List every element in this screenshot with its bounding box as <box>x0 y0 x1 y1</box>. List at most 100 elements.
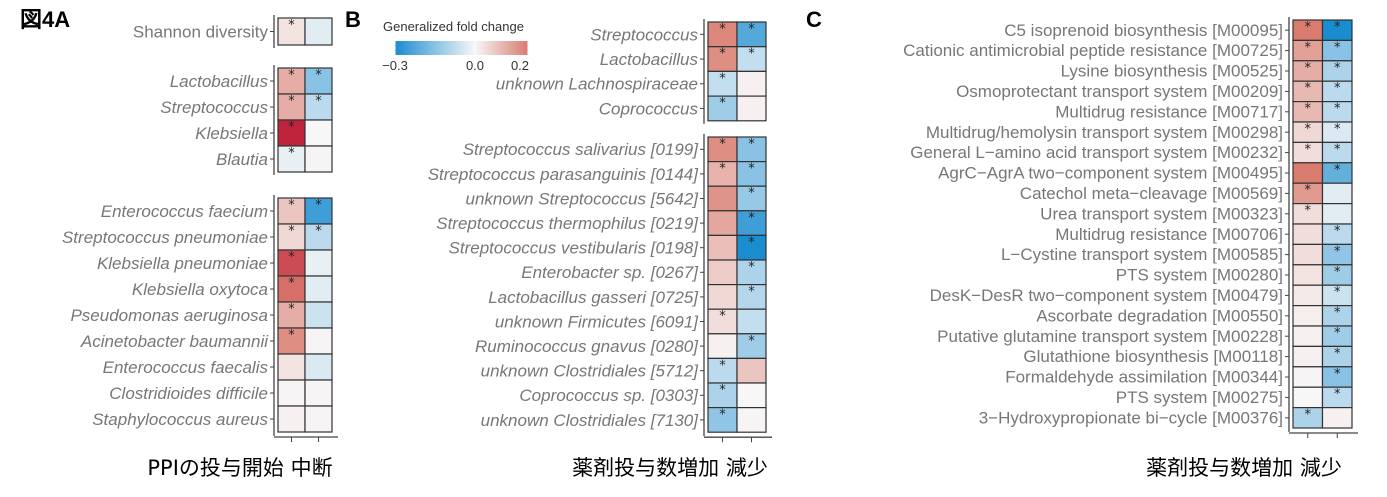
significance-star: * <box>719 137 726 152</box>
heatmap-cell <box>304 17 333 46</box>
heatmap-cell <box>1292 325 1324 347</box>
significance-star: * <box>1334 20 1341 35</box>
row-label: Coprococcus <box>599 99 699 118</box>
heatmap-cell <box>707 407 738 433</box>
row-label: Klebsiella <box>195 124 268 143</box>
row-label: Streptococcus <box>160 98 268 117</box>
row-label: General L−amino acid transport system [M… <box>910 143 1283 162</box>
heatmap-cell <box>707 210 738 237</box>
heatmap-cell <box>1292 284 1324 307</box>
row-label: Multidrug/hemolysin transport system [M0… <box>926 123 1283 142</box>
heatmap-cell <box>736 308 767 335</box>
row-label: Pseudomonas aeruginosa <box>70 306 268 325</box>
significance-star: * <box>1334 265 1341 280</box>
significance-star: * <box>288 18 295 33</box>
heatmap-cell <box>707 357 738 384</box>
heatmap-cell <box>304 275 333 303</box>
heatmap-cell <box>1292 345 1324 368</box>
heatmap-cell <box>707 259 738 286</box>
heatmap-cell <box>1321 203 1353 225</box>
row-label: Multidrug resistance [M00706] <box>1055 225 1283 244</box>
row-label: unknown Clostridiales [7130] <box>481 411 700 430</box>
row-label: Multidrug resistance [M00717] <box>1055 102 1283 121</box>
panel-label: C <box>806 7 822 32</box>
significance-star: * <box>1305 183 1312 198</box>
significance-star: * <box>288 68 295 83</box>
heatmap-cell <box>304 197 333 225</box>
heatmap-cell <box>707 185 738 212</box>
significance-star: * <box>748 235 755 250</box>
significance-star: * <box>1334 122 1341 137</box>
row-label: Cationic antimicrobial peptide resistanc… <box>903 41 1283 60</box>
row-label: Enterococcus faecium <box>101 202 268 221</box>
heatmap-cell <box>304 67 333 95</box>
significance-star: * <box>1305 142 1312 157</box>
significance-star: * <box>288 302 295 317</box>
significance-star: * <box>1334 142 1341 157</box>
row-label: Lactobacillus gasseri [0725] <box>488 288 699 307</box>
panel-label: B <box>345 7 361 32</box>
significance-star: * <box>748 260 755 275</box>
significance-star: * <box>1334 387 1341 402</box>
significance-star: * <box>1305 20 1312 35</box>
significance-star: * <box>315 198 322 213</box>
significance-star: * <box>1305 408 1312 423</box>
row-label: DesK−DesR two−component system [M00479] <box>930 286 1283 305</box>
row-label: Lactobacillus <box>170 72 269 91</box>
significance-star: * <box>719 383 726 398</box>
significance-star: * <box>1305 122 1312 137</box>
row-label: unknown Lachnospiraceae <box>496 75 698 94</box>
significance-star: * <box>719 309 726 324</box>
significance-star: * <box>719 71 726 86</box>
significance-star: * <box>748 285 755 300</box>
row-label: Clostridioides difficile <box>109 384 268 403</box>
significance-star: * <box>748 47 755 62</box>
heatmap-cell <box>277 327 306 355</box>
heatmap-cell <box>1292 386 1324 409</box>
significance-star: * <box>748 211 755 226</box>
heatmap-cell <box>1292 243 1324 266</box>
significance-star: * <box>1334 61 1341 76</box>
row-label: Shannon diversity <box>133 22 269 41</box>
row-label: Enterococcus faecalis <box>103 358 269 377</box>
row-label: Glutathione biosynthesis [M00118] <box>1023 347 1283 366</box>
significance-star: * <box>1334 102 1341 117</box>
heatmap-cell <box>304 379 333 407</box>
heatmap-cell <box>277 249 306 277</box>
heatmap-cell <box>1321 407 1353 429</box>
legend-mid: 0.0 <box>466 58 484 73</box>
row-label: Putative glutamine transport system [M00… <box>937 327 1283 346</box>
heatmap-cell <box>736 210 767 237</box>
row-label: Klebsiella pneumoniae <box>97 254 268 273</box>
heatmap-cell <box>707 161 738 187</box>
panel-label: 図4A <box>20 7 70 32</box>
significance-star: * <box>288 94 295 109</box>
heatmap-cell <box>736 95 767 122</box>
heatmap-cell <box>707 136 738 163</box>
significance-star: * <box>1334 367 1341 382</box>
heatmap-cell <box>707 333 738 359</box>
heatmap-cell <box>1292 264 1324 286</box>
heatmap-cell <box>1292 162 1324 184</box>
heatmap-cell <box>707 95 738 122</box>
row-label: Acinetobacter baumannii <box>80 332 269 351</box>
row-label: Streptococcus parasanguinis [0144] <box>428 165 700 184</box>
heatmap-cell <box>736 407 767 433</box>
significance-star: * <box>288 198 295 213</box>
heatmap-cell <box>736 185 767 212</box>
legend-colorbar <box>395 41 528 55</box>
heatmap-cell <box>277 379 306 407</box>
significance-star: * <box>748 162 755 177</box>
row-label: unknown Firmicutes [6091] <box>495 312 699 331</box>
row-label: Lysine biosynthesis [M00525] <box>1061 62 1283 81</box>
significance-star: * <box>315 224 322 239</box>
x-axis-label: 薬剤投与数増加 減少 <box>572 456 768 480</box>
row-label: Formaldehyde assimilation [M00344] <box>1005 368 1283 387</box>
heatmap-cell <box>277 353 306 381</box>
significance-star: * <box>748 137 755 152</box>
heatmap-cell <box>736 357 767 384</box>
row-label: PTS system [M00275] <box>1116 388 1283 407</box>
row-label: Streptococcus pneumoniae <box>62 228 268 247</box>
heatmap-cell <box>1292 305 1324 327</box>
significance-star: * <box>748 186 755 201</box>
